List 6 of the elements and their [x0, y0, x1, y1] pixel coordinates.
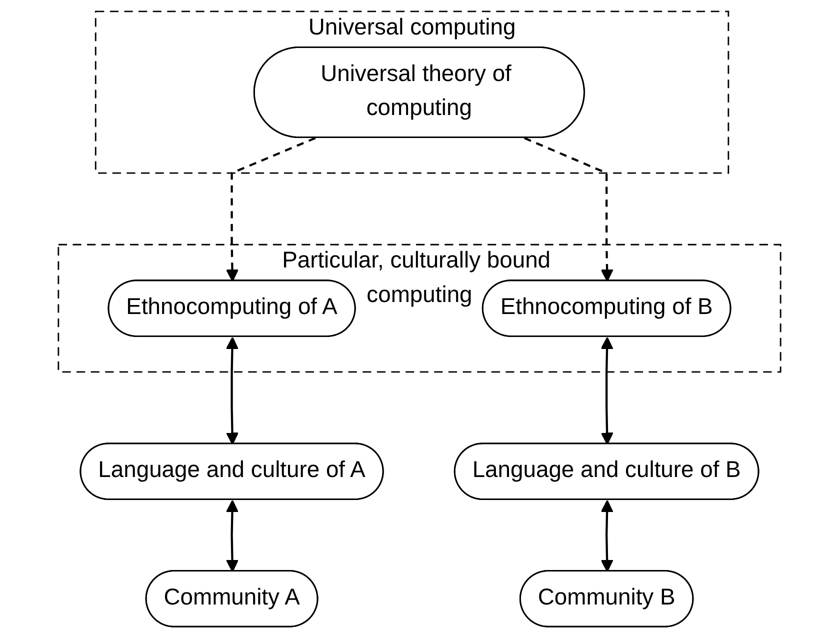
arrow	[226, 500, 239, 572]
arrow	[600, 500, 614, 572]
arrow	[524, 137, 614, 282]
arrow	[226, 336, 239, 445]
arrow	[226, 137, 316, 282]
arrow	[600, 336, 614, 445]
